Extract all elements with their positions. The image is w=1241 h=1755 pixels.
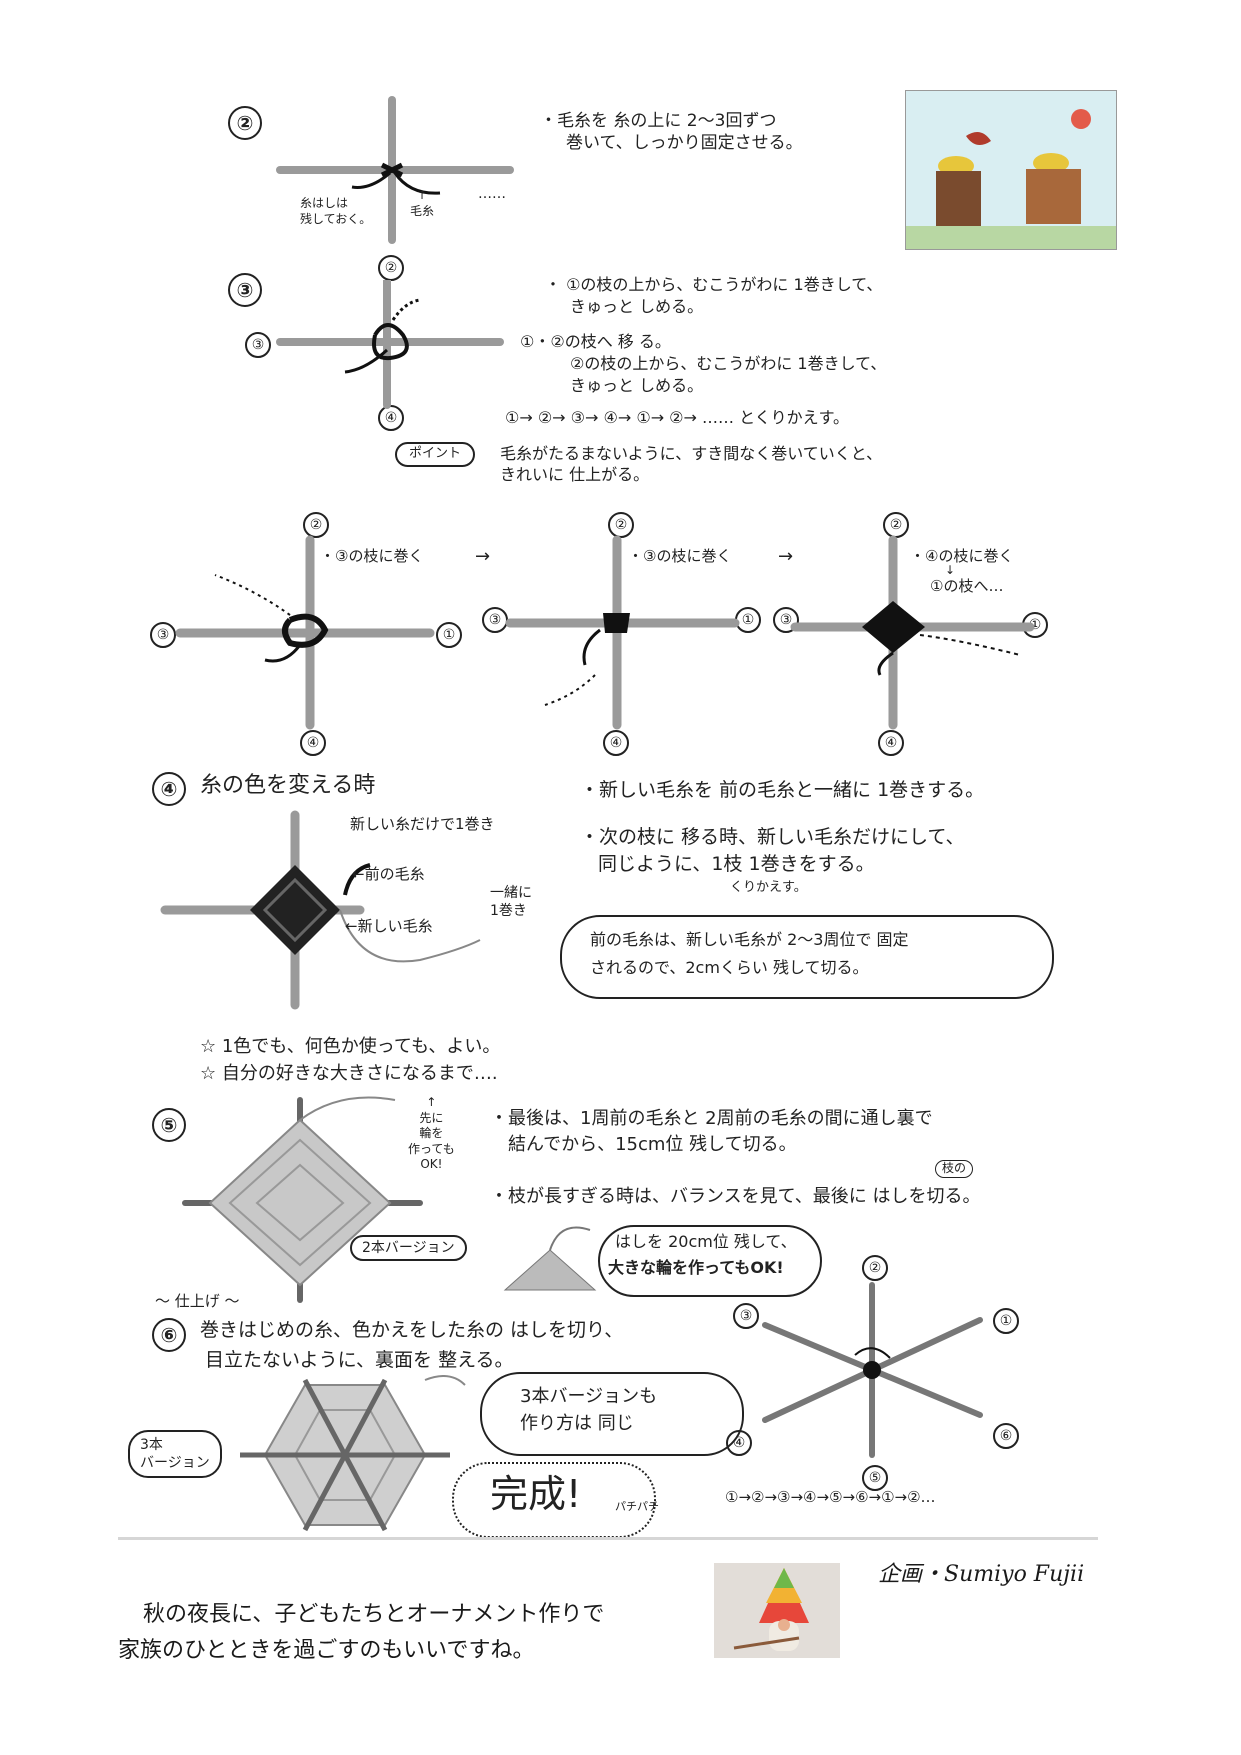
diagram2-label: ②: [608, 512, 634, 538]
step3-sequence: ①→ ②→ ③→ ④→ ①→ ②→ …… とくりかえす。: [505, 408, 850, 427]
star-label: ⑥: [993, 1423, 1019, 1449]
star-label: ④: [726, 1430, 752, 1456]
version-3-label: 3本 バージョン: [128, 1430, 222, 1479]
footer-line1: 秋の夜長に、子どもたちとオーナメント作りで: [143, 1602, 605, 1627]
step5-diamond-diagram: [182, 1096, 423, 1303]
step4-bullet2-line2: 同じように、1枝 1巻きをする。: [598, 853, 875, 875]
step4-cloud: [560, 915, 1054, 999]
yarn-label: ↑ 毛糸: [410, 188, 435, 218]
done-label: 完成!: [490, 1472, 582, 1516]
step4-diagram: [160, 810, 481, 1010]
step2-text-line1: ・毛糸を 糸の上に 2〜3回ずつ: [540, 111, 777, 131]
step5-number: ⑤: [152, 1108, 186, 1142]
diagram2-cross: [505, 535, 740, 730]
ring-note-bubble: [598, 1225, 822, 1297]
ring-note-line1: はしを 20cm位 残して、: [615, 1232, 797, 1251]
step6-cloud-line2: 作り方は 同じ: [520, 1413, 634, 1434]
step2-cross-diagram: [276, 96, 514, 244]
star-label: ③: [733, 1303, 759, 1329]
label-together: 一緒に 1巻き: [490, 885, 532, 920]
label-new-only: 新しい糸だけで1巻き: [350, 815, 495, 833]
diagram1-label: ④: [300, 730, 326, 756]
divider: [118, 1537, 1098, 1540]
star-label: ⑤: [862, 1465, 888, 1491]
step3-bullet1-line1: ・ ①の枝の上から、むこうがわに 1巻きして、: [545, 275, 883, 294]
hexagon-ornament-diagram: [240, 1375, 466, 1532]
step4-title: 糸の色を変える時: [200, 773, 376, 798]
ring-mini-diagram: [503, 1226, 597, 1291]
step3-bullet2-line1: ①・②の枝へ 移 る。: [520, 332, 671, 351]
dots: ……: [478, 186, 506, 202]
diagram1-text: ・③の枝に巻く: [320, 547, 424, 565]
step4-bullet2-note: くりかえす。: [730, 880, 807, 895]
photo-gnome-ornament: [714, 1563, 840, 1658]
finish-heading: 〜 仕上げ 〜: [155, 1292, 240, 1310]
step6-line2: 目立たないように、裏面を 整える。: [205, 1349, 514, 1371]
stick-label: ②: [378, 255, 404, 281]
diagram3-label: ③: [773, 607, 799, 633]
step4-bullet1: ・新しい毛糸を 前の毛糸と一緒に 1巻きする。: [580, 779, 985, 801]
step3-bullet2-line2: ②の枝の上から、むこうがわに 1巻きして、: [570, 354, 887, 373]
star-line1: ☆ 1色でも、何色か使っても、よい。: [200, 1036, 501, 1057]
step2-text-line2: 巻いて、しっかり固定させる。: [566, 133, 803, 153]
star-label: ①: [993, 1308, 1019, 1334]
diagram-arrow: →: [475, 546, 491, 567]
photo-children-performance: [905, 90, 1117, 250]
step6-cloud-line1: 3本バージョンも: [520, 1386, 658, 1407]
step4-cloud-line1: 前の毛糸は、新しい毛糸が 2〜3周位で 固定: [590, 930, 909, 949]
stick-label: ④: [378, 405, 404, 431]
point-line2: きれいに 仕上がる。: [500, 465, 650, 484]
footer-line2: 家族のひとときを過ごすのもいいですね。: [118, 1638, 535, 1663]
clap-text: パチパチ: [615, 1500, 659, 1513]
step4-number: ④: [152, 772, 186, 806]
step2-number: ②: [228, 106, 262, 140]
step3-bullet2-line3: きゅっと しめる。: [570, 376, 704, 395]
credit: 企画・Sumiyo Fujii: [878, 1562, 1085, 1587]
diagram1-cross: [175, 535, 435, 730]
diagram2-text: ・③の枝に巻く: [628, 547, 732, 565]
version-2-label: 2本バージョン: [350, 1235, 467, 1262]
diagram3-text-3: ①の枝へ…: [930, 577, 1004, 595]
diagram3-text-2: ↓: [945, 563, 956, 577]
ring-note-line2: 大きな輪を作ってもOK!: [608, 1258, 784, 1277]
step5-bullet1-line2: 結んでから、15cm位 残して切る。: [508, 1134, 797, 1155]
diagram1-label: ③: [150, 622, 176, 648]
point-badge: ポイント: [395, 442, 476, 467]
label-new-yarn: ←新しい毛糸: [345, 917, 433, 935]
diagram1-label: ②: [303, 512, 329, 538]
point-line1: 毛糸がたるまないように、すき間なく巻いていくと、: [500, 444, 883, 463]
three-stick-star-diagram: [762, 1282, 983, 1458]
stick-label: ③: [245, 332, 271, 358]
step4-cloud-line2: されるので、2cmくらい 残して切る。: [590, 958, 869, 977]
step5-bullet1-line1: ・最後は、1周前の毛糸と 2周前の毛糸の間に通し裏で: [490, 1108, 933, 1129]
star-line2: ☆ 自分の好きな大きさになるまで….: [200, 1063, 498, 1084]
diagram3-text-1: ・④の枝に巻く: [910, 547, 1014, 565]
diagram2-label: ④: [603, 730, 629, 756]
step6-number: ⑥: [152, 1318, 186, 1352]
step6-cloud: [480, 1372, 744, 1456]
step3-number: ③: [228, 273, 262, 307]
step5-bullet2-note: 枝の: [935, 1160, 974, 1178]
step6-sequence: ①→②→③→④→⑤→⑥→①→②…: [725, 1488, 936, 1506]
star-label: ②: [862, 1255, 888, 1281]
step4-bullet2-line1: ・次の枝に 移る時、新しい毛糸だけにして、: [580, 826, 965, 848]
step6-line1: 巻きはじめの糸、色かえをした糸の はしを切り、: [200, 1319, 624, 1341]
thread-end-label: 糸はしは 残しておく。: [300, 196, 372, 226]
diagram3-label: ④: [878, 730, 904, 756]
diagram-arrow: →: [778, 546, 794, 567]
label-prev-yarn: ←前の毛糸: [352, 865, 425, 883]
step3-bullet1-line2: きゅっと しめる。: [570, 297, 704, 316]
loop-note: ↑ 先に 輪を 作っても OK!: [408, 1095, 455, 1172]
diagram1-label: ①: [436, 622, 462, 648]
step3-cross-diagram: [276, 280, 504, 409]
diagram3-cross: [790, 535, 1035, 730]
step5-bullet2: ・枝が長すぎる時は、バランスを見て、最後に はしを切る。: [490, 1186, 981, 1207]
